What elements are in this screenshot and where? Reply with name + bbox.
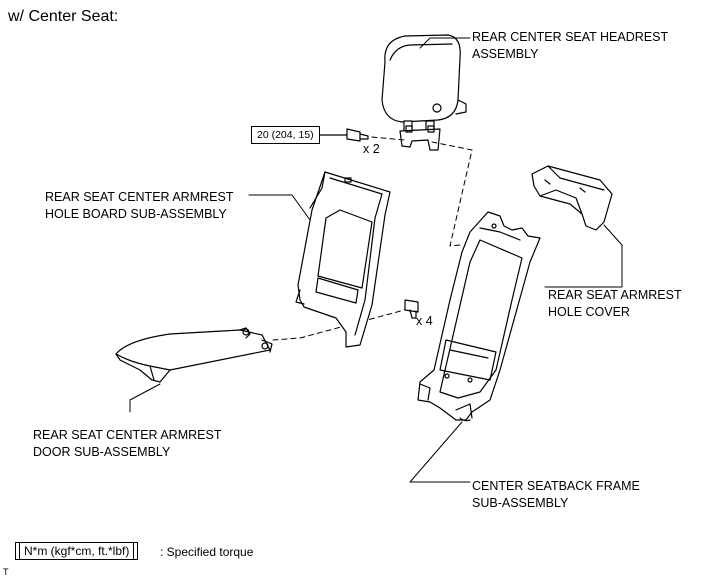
hole-board-part xyxy=(295,171,391,348)
torque-unit-box: N*m (kgf*cm, ft.*lbf) xyxy=(19,542,135,560)
hole-cover-part xyxy=(531,165,613,231)
seatback-frame-part xyxy=(417,211,541,422)
armrest-door-part xyxy=(115,327,273,383)
legend-description: : Specified torque xyxy=(160,545,254,559)
hole-cover-callout: REAR SEAT ARMREST HOLE COVER xyxy=(548,288,682,319)
headrest-callout: REAR CENTER SEAT HEADREST ASSEMBLY xyxy=(472,30,669,61)
page-title: w/ Center Seat: xyxy=(8,8,119,25)
seatback-frame-callout: CENTER SEATBACK FRAME SUB-ASSEMBLY xyxy=(472,479,640,510)
hole-board-callout: REAR SEAT CENTER ARMREST HOLE BOARD SUB-… xyxy=(45,190,234,221)
headrest-part xyxy=(381,34,467,151)
bolt-upper-quantity: x 2 xyxy=(363,142,380,156)
bolt-lower-quantity: x 4 xyxy=(416,314,433,328)
torque-spec-box: 20 (204, 15) xyxy=(251,126,320,144)
armrest-door-callout: REAR SEAT CENTER ARMREST DOOR SUB-ASSEMB… xyxy=(33,428,222,459)
bolt-upper xyxy=(319,128,369,142)
corner-mark: T xyxy=(3,567,9,577)
bolt-lower xyxy=(404,299,419,319)
leader-lines xyxy=(129,37,623,483)
torque-unit-legend: N*m (kgf*cm, ft.*lbf) xyxy=(15,542,139,560)
